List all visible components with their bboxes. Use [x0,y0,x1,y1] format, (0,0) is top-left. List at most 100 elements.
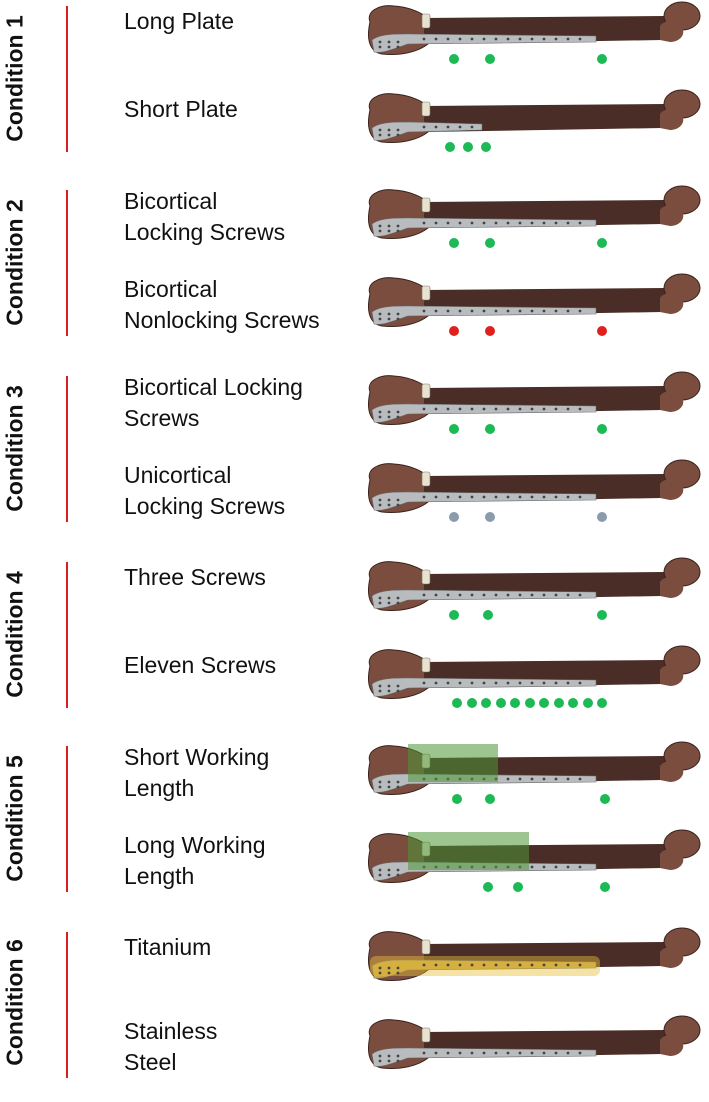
plate-hole [470,221,474,225]
titanium-highlight [370,956,600,976]
screw-position-markers [364,698,709,710]
plate-hole [396,785,400,789]
row-label-line: Unicortical [124,462,232,488]
plate-hole [387,40,391,44]
plate-hole [446,681,450,685]
femur-model-image [368,459,701,513]
plate-hole [378,966,382,970]
plate-hole [378,224,382,228]
plate-hole [396,966,400,970]
bone-trochanter [660,849,684,870]
plate-hole [554,37,558,41]
plate-hole [578,681,582,685]
plate-hole [387,312,391,316]
screw-marker [600,882,610,892]
plate-hole [396,410,400,414]
plate-hole [554,963,558,967]
plate-hole [542,593,546,597]
plate-hole [446,125,450,129]
plate-hole [446,221,450,225]
condition-divider-line [66,376,68,522]
screw-marker [597,698,607,708]
plate-hole [434,407,438,411]
plate-hole [530,221,534,225]
row-label-line: Length [124,863,195,889]
femur-model-image [368,557,701,611]
screw-marker [513,882,523,892]
plate-hole [396,971,400,975]
plate-hole [470,309,474,313]
plate-hole [446,963,450,967]
plate-hole [378,873,382,877]
plate-hole [387,498,391,502]
plate-hole [482,593,486,597]
plate-hole [494,221,498,225]
screw-marker [597,238,607,248]
plate-hole [482,963,486,967]
plate-hole [387,780,391,784]
plate-hole [378,229,382,233]
plate-hole [494,37,498,41]
plate-hole [530,593,534,597]
screw-marker [452,794,462,804]
plate-hole [470,593,474,597]
plate-hole [434,495,438,499]
plate-hole [396,312,400,316]
plate-hole [566,681,570,685]
plate-hole [396,498,400,502]
plate-hole [378,45,382,49]
plate-hole [396,1054,400,1058]
plate-hole [434,593,438,597]
plate-hole [506,777,510,781]
steel-plate [371,305,597,325]
plate-hole [387,971,391,975]
condition-divider-line [66,190,68,336]
plate-hole [578,309,582,313]
plate-hole [542,865,546,869]
plate-hole [422,681,426,685]
plate-hole [387,868,391,872]
row-label: Three Screws [124,562,266,593]
plate-hole [542,963,546,967]
plate-hole [378,684,382,688]
plate-hole [387,133,391,137]
plate-hole [470,1051,474,1055]
plate-hole [396,780,400,784]
plate-hole [446,407,450,411]
plate-hole [470,681,474,685]
plate-hole [387,873,391,877]
plate-hole [434,1051,438,1055]
plate-hole [482,495,486,499]
screw-marker [597,54,607,64]
steel-plate [371,403,597,423]
plate-hole [518,37,522,41]
bone-plate-image [364,88,709,148]
plate-hole [518,1051,522,1055]
row-label-line: Long Working [124,832,266,858]
bone-trochanter [660,665,684,686]
plate-hole [422,407,426,411]
femur-model-image [368,645,701,699]
row-label-line: Locking Screws [124,493,286,519]
plate-hole [470,407,474,411]
plate-hole [378,40,382,44]
row-label-line: Three Screws [124,564,266,590]
screw-marker [485,326,495,336]
plate-hole [378,415,382,419]
row-label: Short Plate [124,94,238,125]
osteotomy-gap [421,1027,431,1043]
plate-hole [518,221,522,225]
plate-hole [530,681,534,685]
plate-hole [387,317,391,321]
plate-hole [378,312,382,316]
plate-hole [378,971,382,975]
plate-hole [446,1051,450,1055]
